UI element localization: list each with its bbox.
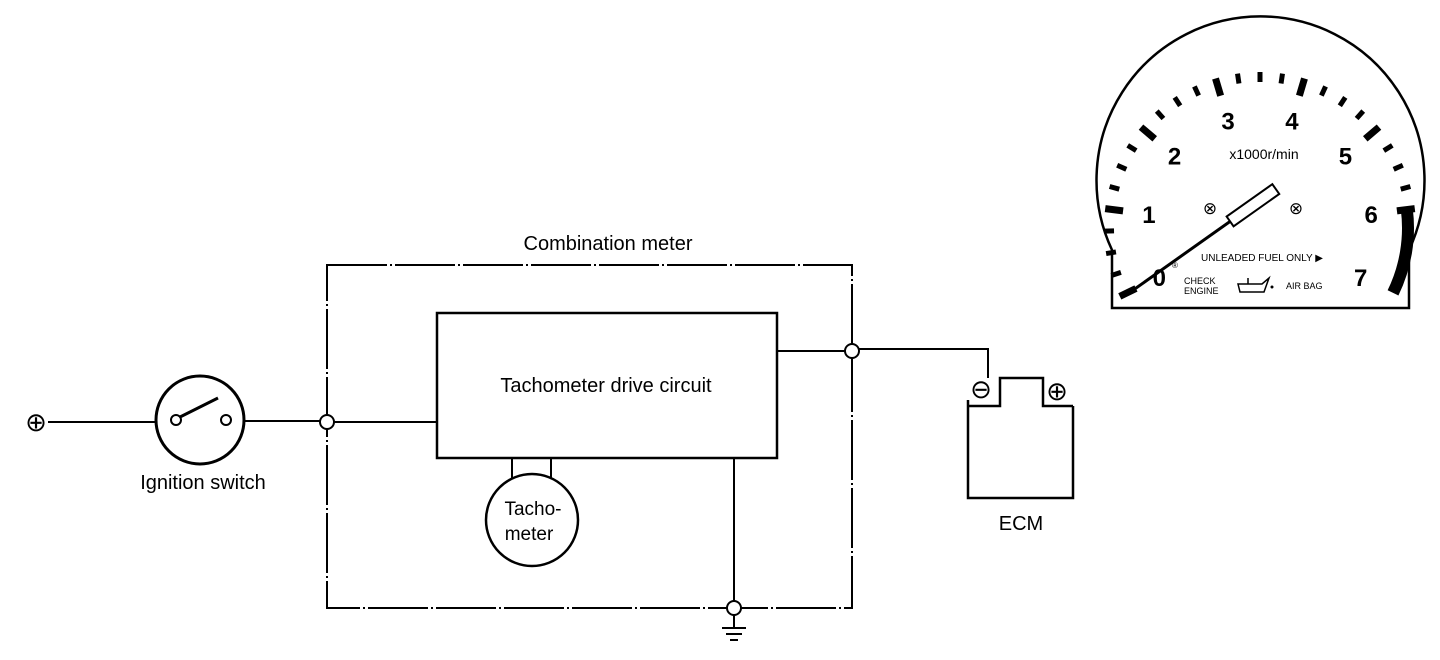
gauge-minor-tick xyxy=(1382,143,1394,153)
ecm-negative-terminal: ⊖ xyxy=(970,374,992,404)
tachometer-gauge: 0 1 2 3 4 5 6 7 x1000r/min ⊗ ⊗ UNLEADED FUEL ON… xyxy=(1095,15,1426,310)
gauge-minor-tick xyxy=(1108,184,1120,192)
gauge-minor-tick xyxy=(1154,109,1166,121)
gauge-major-tick xyxy=(1296,77,1308,97)
tachometer-label-line1: Tacho- xyxy=(504,499,561,520)
ecm-positive-terminal: ⊕ xyxy=(1046,376,1068,406)
gauge-major-tick xyxy=(1212,77,1224,97)
tachometer-circle xyxy=(484,472,580,568)
gauge-number: 2 xyxy=(1168,144,1181,171)
gauge-minor-tick xyxy=(1400,184,1412,192)
gauge-minor-tick xyxy=(1337,96,1348,108)
gauge-minor-tick xyxy=(1235,73,1242,84)
airbag-label: AIR BAG xyxy=(1286,281,1323,291)
junction-left xyxy=(319,414,335,430)
gauge-major-tick xyxy=(1104,205,1124,215)
ground-symbol xyxy=(722,615,746,641)
gauge-minor-tick xyxy=(1319,85,1328,97)
junction-right xyxy=(844,343,860,359)
tachometer-drive-circuit-label: Tachometer drive circuit xyxy=(500,375,712,397)
gauge-numbers: 0 1 2 3 4 5 6 7 xyxy=(1142,109,1378,292)
gauge-needle xyxy=(1133,182,1281,291)
gauge-minor-tick xyxy=(1192,85,1201,97)
gauge-minor-tick xyxy=(1354,109,1366,121)
gauge-number: 3 xyxy=(1221,109,1234,136)
gauge-major-tick xyxy=(1118,285,1138,300)
gauge-screw-right: ⊗ xyxy=(1289,199,1303,218)
check-engine-line2: ENGINE xyxy=(1184,286,1219,296)
gauge-number: 0 xyxy=(1153,265,1166,292)
gauge-minor-tick xyxy=(1392,162,1404,172)
gauge-minor-tick xyxy=(1116,162,1128,172)
check-engine-line1: CHECK xyxy=(1184,276,1216,286)
gauge-number: 1 xyxy=(1142,202,1155,229)
wire-to-ecm xyxy=(859,348,989,378)
gauge-major-tick xyxy=(1138,124,1157,142)
gauge-unit-label: x1000r/min xyxy=(1229,146,1298,162)
gauge-minor-tick xyxy=(1278,73,1285,84)
combination-meter-enclosure xyxy=(326,264,853,609)
gauge-minor-tick xyxy=(1126,143,1138,153)
gauge-number: 6 xyxy=(1364,202,1377,229)
gauge-major-tick xyxy=(1396,205,1416,215)
gauge-number: 4 xyxy=(1285,109,1299,136)
ecm-label: ECM xyxy=(999,513,1043,535)
junction-ground xyxy=(726,600,742,616)
gauge-screw-left: ⊗ xyxy=(1203,199,1217,218)
tachometer-label-line2: meter xyxy=(505,524,554,545)
gauge-number: 7 xyxy=(1354,265,1367,292)
ignition-switch-label: Ignition switch xyxy=(140,472,266,494)
battery-positive-terminal: ⊕ xyxy=(25,407,47,437)
combination-meter-label: Combination meter xyxy=(524,233,693,255)
ignition-switch xyxy=(154,374,246,466)
gauge-number: 5 xyxy=(1339,144,1352,171)
oil-pressure-icon xyxy=(1237,275,1274,293)
ecm-block xyxy=(966,376,1075,500)
gauge-minor-tick xyxy=(1110,270,1122,278)
gauge-major-tick xyxy=(1363,124,1382,142)
fuel-notice: UNLEADED FUEL ONLY ▶ xyxy=(1201,253,1323,264)
gauge-minor-tick xyxy=(1172,96,1183,108)
switch-contact-arm xyxy=(179,396,219,419)
gauge-minor-tick xyxy=(1105,249,1117,257)
tachometer-drive-circuit-box xyxy=(435,311,779,460)
gauge-bezel xyxy=(1095,15,1426,310)
registered-mark: ® xyxy=(1172,261,1178,270)
gauge-tick-marks xyxy=(1103,72,1416,300)
gauge-redline-band xyxy=(1387,208,1414,296)
